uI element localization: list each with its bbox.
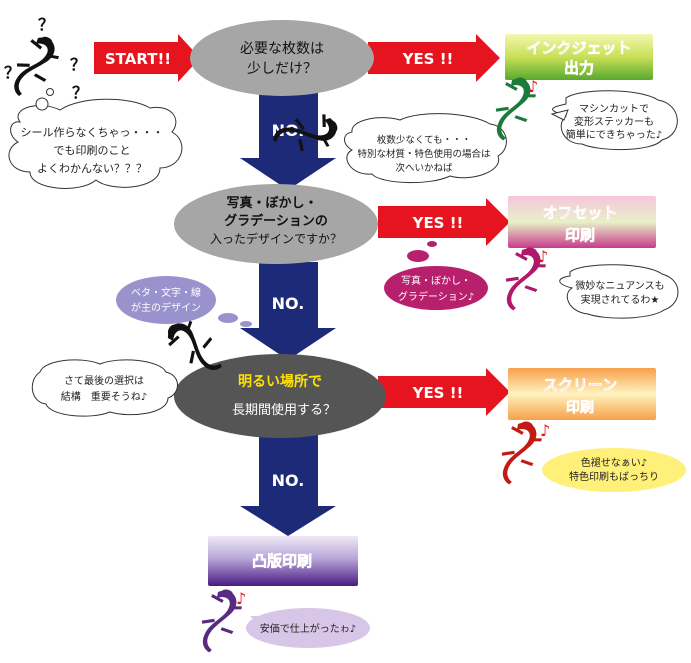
question-3-line-1: 明るい場所で bbox=[238, 373, 322, 390]
yes-label-1: YES !! bbox=[402, 50, 454, 68]
result-inkjet-line-2: 出力 bbox=[564, 59, 594, 77]
question-mark-icon-1: ？ bbox=[38, 15, 54, 34]
music-note-icon-offset: ♪ bbox=[538, 247, 548, 266]
question-mark-icon-4: ？ bbox=[72, 83, 88, 102]
result-screen-line-1: スクリーン bbox=[543, 376, 617, 394]
question-2-line-1: 写真・ぼかし・ bbox=[226, 195, 317, 211]
bubble-photo-line-2: グラデーション♪ bbox=[398, 290, 474, 303]
music-note-icon-letterpress: ♪ bbox=[236, 589, 246, 608]
result-offset-line-2: 印刷 bbox=[565, 226, 595, 244]
bubble-flat bbox=[116, 276, 252, 327]
question-1-ellipse bbox=[190, 20, 374, 96]
no-arrow-3 bbox=[240, 432, 336, 536]
bubble-few-sheets bbox=[344, 113, 507, 183]
question-3-line-2: 長期間使用する？ bbox=[232, 402, 336, 418]
result-offset-line-1: オフセット bbox=[542, 204, 617, 222]
bubble-offset-note-line-1: 微妙なニュアンスも bbox=[575, 279, 664, 292]
bubble-few-sheets-line-3: 次へいかねば bbox=[395, 162, 453, 174]
result-screen-line-2: 印刷 bbox=[566, 399, 594, 416]
yes-arrow-3 bbox=[378, 368, 510, 416]
no-arrow-1 bbox=[240, 90, 336, 190]
question-2-line-2: グラデーションの bbox=[224, 213, 328, 229]
bubble-flat-line-1: ベタ・文字・線 bbox=[131, 286, 201, 299]
question-1-line-1: 必要な枚数は bbox=[240, 41, 324, 57]
bubble-confused-line-3: よくわかんない？？？ bbox=[37, 162, 147, 175]
music-note-icon-screen: ♪ bbox=[540, 421, 550, 440]
start-label: START!! bbox=[105, 50, 171, 68]
result-inkjet-line-1: インクジェット bbox=[526, 39, 631, 57]
no-arrow-2 bbox=[240, 262, 336, 360]
result-screen-box bbox=[508, 368, 656, 420]
gecko-icon-screen bbox=[496, 418, 545, 489]
bubble-inkjet-note-line-2: 変形ステッカーも bbox=[574, 115, 654, 128]
bubble-offset-note-line-2: 実現されてるわ★ bbox=[581, 293, 660, 306]
bubble-offset-note bbox=[559, 264, 679, 319]
bubble-letterpress-note bbox=[246, 608, 370, 648]
question-1-line-2: 少しだけ？ bbox=[247, 61, 317, 77]
start-arrow bbox=[94, 34, 200, 82]
bubble-photo-line-1: 写真・ぼかし・ bbox=[401, 274, 471, 287]
bubble-letterpress-note-line-1: 安価で仕上がったゎ♪ bbox=[260, 622, 356, 635]
bubble-final-choice-line-2: 結構 重要そうね♪ bbox=[61, 390, 147, 403]
yes-arrow-1 bbox=[368, 34, 500, 82]
question-mark-icon-3: ？ bbox=[70, 55, 86, 74]
yes-label-2: YES !! bbox=[412, 214, 464, 232]
bubble-inkjet-note-line-3: 簡単にできちゃった♪ bbox=[566, 128, 662, 141]
bubble-screen-note bbox=[542, 448, 686, 492]
question-3-ellipse bbox=[174, 354, 386, 438]
result-inkjet-box bbox=[505, 34, 653, 80]
bubble-final-choice-line-1: さて最後の選択は bbox=[64, 374, 144, 387]
question-2-ellipse bbox=[174, 184, 378, 264]
no-label-3: NO. bbox=[272, 471, 305, 490]
bubble-confused-line-1: シール作らなくちゃっ・・・ bbox=[21, 126, 164, 139]
result-offset-box bbox=[508, 196, 656, 248]
bubble-confused-line-2: でも印刷のこと bbox=[54, 144, 131, 157]
bubble-few-sheets-line-1: 枚数少なくても・・・ bbox=[377, 134, 471, 146]
bubble-flat-line-2: が主のデザイン bbox=[131, 301, 201, 314]
result-letterpress-line-1: 凸版印刷 bbox=[252, 552, 312, 570]
no-label-2: NO. bbox=[272, 294, 305, 313]
bubble-inkjet-note bbox=[550, 90, 678, 151]
result-letterpress-box bbox=[208, 536, 358, 586]
music-note-icon-inkjet: ♪ bbox=[528, 77, 538, 96]
bubble-photo bbox=[384, 241, 488, 310]
bubble-screen-note-line-1: 色褪せなぁい♪ bbox=[581, 456, 647, 469]
bubble-screen-note-line-2: 特色印刷もばっちり bbox=[569, 470, 659, 483]
question-mark-icon-2: ？ bbox=[4, 63, 20, 82]
yes-label-3: YES !! bbox=[412, 384, 464, 402]
question-2-line-3: 入ったデザインですか？ bbox=[210, 231, 342, 246]
bubble-inkjet-note-line-1: マシンカットで bbox=[579, 103, 649, 115]
bubble-few-sheets-line-2: 特別な材質・特色使用の場合は bbox=[357, 148, 491, 160]
bubble-confused bbox=[8, 88, 183, 189]
yes-arrow-2 bbox=[378, 198, 510, 246]
bubble-final-choice bbox=[31, 359, 178, 417]
